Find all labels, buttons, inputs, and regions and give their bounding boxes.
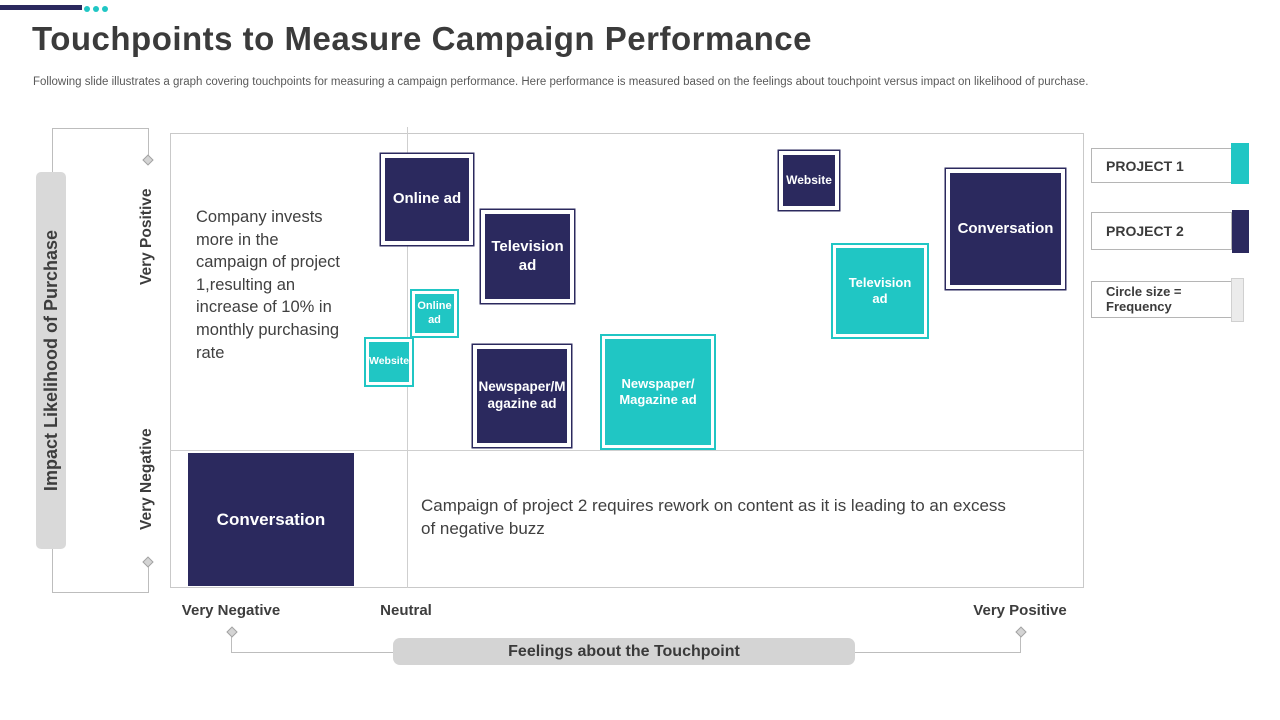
online-ad-project1: Online ad (412, 291, 457, 336)
y-axis-bracket-bottom-stub (148, 565, 149, 593)
website-project2: Website (779, 151, 839, 210)
accent-dot (93, 6, 99, 12)
project1-annotation: Company invests more in the campaign of … (196, 208, 340, 362)
y-tick-very-positive: Very Positive (138, 188, 155, 286)
project2-annotation: Campaign of project 2 requires rework on… (421, 496, 1006, 539)
x-axis-right-diamond-marker (1015, 626, 1027, 638)
touchpoint-label: Conversation (216, 509, 326, 529)
x-axis-title-pill: Feelings about the Touchpoint (393, 638, 855, 665)
y-axis-bracket-top (52, 128, 148, 129)
chart-plot-area (170, 133, 1084, 588)
touchpoint-label: Television ad (848, 274, 912, 306)
y-axis-title: Impact Likelihood of Purchase (40, 229, 61, 492)
touchpoint-label: Online ad (417, 299, 452, 326)
touchpoint-label: Website (368, 355, 410, 368)
television-ad-project1: Television ad (833, 245, 927, 337)
legend-item-project1: PROJECT 1 (1091, 148, 1232, 183)
newspaper-magazine-ad-project1: Newspaper/ Magazine ad (602, 336, 714, 448)
y-axis-top-diamond-marker (142, 154, 154, 166)
x-axis-bracket-left-stub (231, 636, 232, 652)
x-tick-neutral: Neutral (380, 602, 432, 619)
accent-dot (84, 6, 90, 12)
x-axis-bracket-right-stub (1020, 636, 1021, 652)
legend-label-frequency: Circle size = Frequency (1106, 283, 1182, 314)
y-axis-bottom-diamond-marker (142, 556, 154, 568)
y-axis-title-box: Impact Likelihood of Purchase (36, 172, 66, 549)
newspaper-magazine-ad-project2: Newspaper/M agazine ad (473, 345, 571, 447)
accent-bar (0, 5, 82, 10)
y-axis-bracket-top-stub (148, 128, 149, 156)
slide-title: Touchpoints to Measure Campaign Performa… (32, 20, 813, 57)
website-project1: Website (366, 339, 412, 385)
conversation-project2-upper: Conversation (946, 169, 1065, 289)
television-ad-project2: Television ad (481, 210, 574, 303)
x-axis-left-diamond-marker (226, 626, 238, 638)
touchpoint-label: Television ad (491, 237, 564, 274)
project2-swatch (1232, 210, 1249, 253)
frequency-swatch (1231, 278, 1244, 322)
x-tick-very-negative: Very Negative (181, 602, 281, 619)
touchpoint-label: Newspaper/M agazine ad (478, 379, 566, 411)
impact-divider-gridline (170, 450, 1084, 451)
x-tick-very-positive: Very Positive (973, 602, 1067, 619)
legend-item-frequency: Circle size = Frequency (1091, 281, 1232, 318)
legend-item-project2: PROJECT 2 (1091, 212, 1232, 250)
legend-label-project2: PROJECT 2 (1106, 223, 1184, 239)
y-axis-bracket-bottom (52, 592, 148, 593)
project1-swatch (1231, 143, 1249, 184)
y-tick-very-negative: Very Negative (138, 428, 155, 530)
slide-subtitle: Following slide illustrates a graph cove… (33, 76, 1089, 88)
touchpoint-label: Online ad (392, 190, 462, 208)
legend-label-project1: PROJECT 1 (1106, 157, 1184, 174)
conversation-project2-lower: Conversation (188, 453, 354, 586)
touchpoint-label: Conversation (957, 219, 1054, 237)
accent-dot (102, 6, 108, 12)
online-ad-project2: Online ad (381, 154, 473, 245)
touchpoint-label: Website (786, 173, 832, 187)
touchpoint-label: Newspaper/ Magazine ad (619, 375, 697, 407)
x-axis-title: Feelings about the Touchpoint (508, 642, 740, 660)
